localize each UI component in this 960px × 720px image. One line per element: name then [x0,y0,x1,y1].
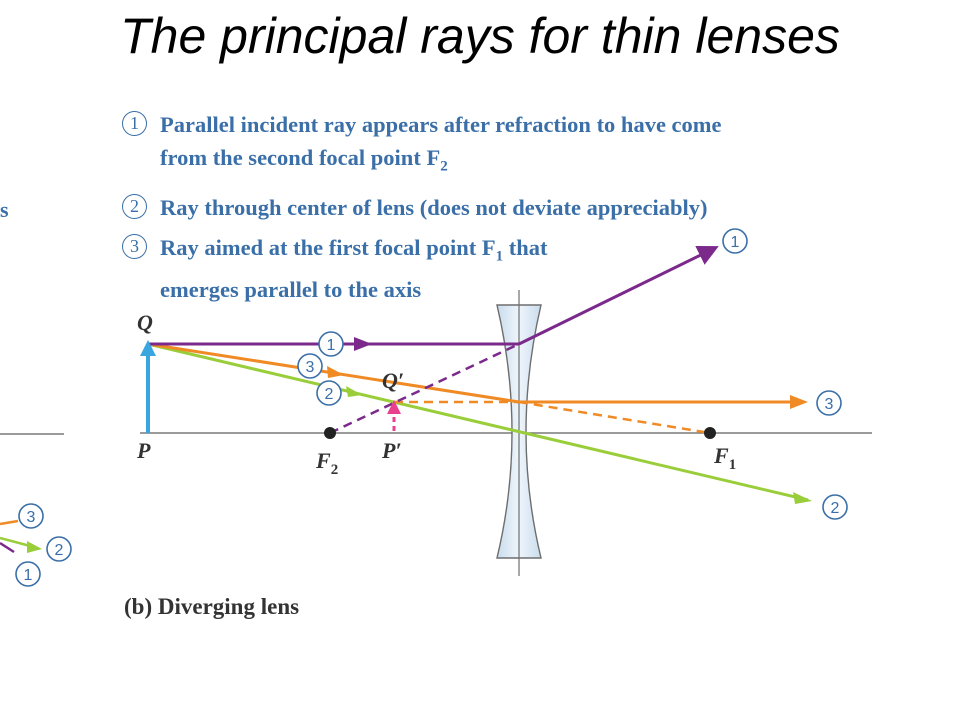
svg-text:2: 2 [831,500,840,517]
left-panel-arrow-green [27,541,42,553]
ray-2-arrow-right [793,492,812,504]
image-arrow-head [387,400,401,414]
ray-marker-1-emergent: 1 [722,228,748,254]
legend-ray-2-line: Ray through center of lens (does not dev… [160,194,708,220]
legend-marker-1: 1 [122,111,147,136]
label-f2: F2 [315,448,338,478]
label-q-image: Q′ [382,368,404,393]
svg-text:2: 2 [55,542,64,559]
legend-ray-2: 2 Ray through center of lens (does not d… [118,191,898,224]
ray-marker-2-emergent: 2 [822,494,848,520]
svg-text:1: 1 [731,234,740,251]
focal-point-f1 [704,427,716,439]
svg-text:3: 3 [306,359,315,376]
ray-1-dashed-extension [329,342,520,435]
ray-2-arrow-left [346,386,362,397]
svg-text:2: 2 [325,386,334,403]
ray-marker-2-incident: 2 [316,380,342,406]
label-p-image: P′ [381,438,402,463]
svg-text:3: 3 [825,396,834,413]
svg-text:3: 3 [27,509,36,526]
label-p: P [136,438,151,463]
ray-3-arrow-left [327,366,344,378]
legend-marker-2: 2 [122,193,147,219]
caption-part-label: (b) [124,594,153,619]
left-panel-marker-1: 1 [15,561,41,587]
ray-2 [147,342,809,502]
ray-3-arrow-right [790,395,808,409]
legend-marker-3: 3 [122,233,147,259]
ray-legend: 1 Parallel incident ray appears after re… [118,108,898,313]
legend-ray-3: 3 Ray aimed at the first focal point F1 … [118,231,898,307]
ray-marker-3-emergent: 3 [816,390,842,416]
legend-ray-1-line-b: from the second focal point F2 [160,145,448,175]
legend-ray-1: 1 Parallel incident ray appears after re… [118,108,898,184]
legend-ray-3-line-a: Ray aimed at the first focal point F1 th… [160,234,548,265]
label-q: Q [137,310,153,335]
slide-title: The principal rays for thin lenses [120,8,840,64]
figure-caption: (b) Diverging lens [124,594,299,620]
focal-point-f2 [324,427,336,439]
svg-text:1: 1 [327,337,336,354]
left-panel-ray-purple [0,541,15,554]
ray-1-emergent [518,245,719,346]
ray-3-dashed-extension [518,400,711,435]
legend-ray-3-line-b: emerges parallel to the axis [160,277,422,302]
ray-1-arrow-incident [354,337,372,351]
legend-ray-1-line-a: Parallel incident ray appears after refr… [160,112,722,137]
left-panel-partial-text: s [0,197,9,222]
caption-part-text: Diverging lens [152,594,300,619]
svg-text:1: 1 [24,567,33,584]
ray-marker-1-incident: 1 [318,331,344,357]
left-panel-ray-orange [0,519,19,526]
object-arrow-head [140,340,156,356]
left-panel-marker-3: 3 [18,503,44,529]
label-f1: F1 [713,443,736,473]
left-panel-marker-2: 2 [46,536,72,562]
ray-marker-3-incident: 3 [297,353,323,379]
